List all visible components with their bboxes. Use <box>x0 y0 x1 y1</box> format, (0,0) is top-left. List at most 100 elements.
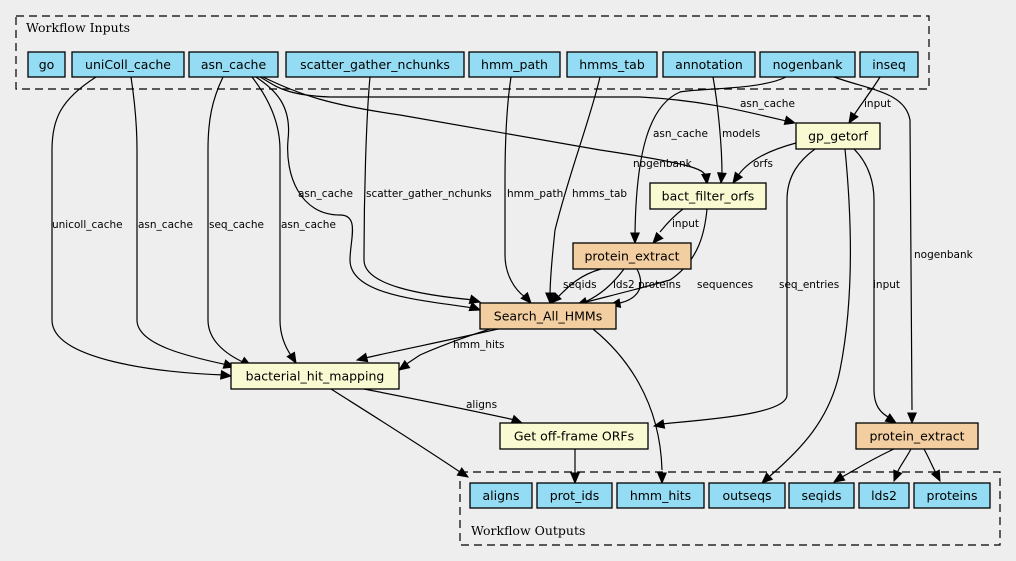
node-label: Search_All_HMMs <box>494 309 602 324</box>
node-label: lds2 <box>871 488 897 503</box>
node-bact_filter[interactable]: bact_filter_orfs <box>649 182 767 210</box>
node-label: bacterial_hit_mapping <box>246 369 385 384</box>
edge-label: hmms_tab <box>572 188 627 200</box>
arrowhead-icon <box>468 294 482 305</box>
node-box[interactable] <box>649 182 767 210</box>
edge-line <box>833 76 913 411</box>
node-pe1[interactable]: protein_extract <box>572 242 692 270</box>
node-box[interactable] <box>795 122 881 150</box>
node-in_hmmpath[interactable]: hmm_path <box>468 51 561 78</box>
arrowhead-icon <box>848 111 859 125</box>
edge-in_asn-to-gp_getorf: asn_cache <box>259 76 797 126</box>
node-in_hmmstab[interactable]: hmms_tab <box>566 51 658 78</box>
cluster-outputs-border <box>459 471 1001 546</box>
node-box[interactable] <box>708 482 786 509</box>
arrowhead-icon <box>930 469 941 483</box>
edge-label: hmm_path <box>507 188 563 200</box>
edge-label: aligns <box>466 399 497 411</box>
node-in_unicoll[interactable]: uniColl_cache <box>71 51 185 78</box>
arrowhead-icon <box>761 472 774 484</box>
node-in_go[interactable]: go <box>27 51 66 78</box>
node-box[interactable] <box>858 482 910 509</box>
edge-line <box>659 208 684 233</box>
edge-line <box>557 268 602 298</box>
node-box[interactable] <box>788 482 855 509</box>
arrowhead-icon <box>732 171 744 185</box>
node-out_proteins[interactable]: proteins <box>913 482 991 509</box>
node-box[interactable] <box>188 51 279 78</box>
node-label: uniColl_cache <box>85 57 171 72</box>
edge-line <box>262 76 707 179</box>
edge-label: scatter_gather_nchunks <box>366 188 492 200</box>
edge-pe1-to-search: seqids <box>550 268 602 304</box>
arrowhead-icon <box>884 413 898 424</box>
node-gp_getorf[interactable]: gp_getorf <box>795 122 881 150</box>
edge-in_hmmstab-to-search: hmms_tab <box>545 76 627 305</box>
edge-label: sequences <box>697 279 753 291</box>
edge-line <box>592 328 663 471</box>
node-box[interactable] <box>536 482 613 509</box>
node-bhm[interactable]: bacterial_hit_mapping <box>230 362 400 390</box>
edge-line <box>923 448 937 474</box>
node-search[interactable]: Search_All_HMMs <box>479 302 617 330</box>
arrowhead-icon <box>220 369 233 380</box>
node-box[interactable] <box>285 51 465 78</box>
node-out_hmmhits[interactable]: hmm_hits <box>616 482 705 509</box>
node-pe2[interactable]: protein_extract <box>855 422 979 450</box>
edge-line <box>259 76 787 122</box>
edge-line <box>712 76 723 176</box>
node-label: protein_extract <box>869 429 964 444</box>
node-offframe[interactable]: Get off-frame ORFs <box>499 422 649 450</box>
node-box[interactable] <box>499 422 649 450</box>
node-box[interactable] <box>759 51 856 78</box>
node-in_inseq[interactable]: inseq <box>859 51 919 78</box>
node-out_aligns[interactable]: aligns <box>469 482 533 509</box>
arrowhead-icon <box>657 472 667 485</box>
node-in_asn[interactable]: asn_cache <box>188 51 279 78</box>
edge-in_inseq-to-gp_getorf: input <box>848 76 891 125</box>
edge-line <box>130 76 229 366</box>
node-box[interactable] <box>27 51 66 78</box>
node-box[interactable] <box>566 51 658 78</box>
node-box[interactable] <box>913 482 991 509</box>
edge-offframe-to-out_protids <box>570 449 580 485</box>
node-box[interactable] <box>71 51 185 78</box>
edge-label: input <box>864 98 891 110</box>
edge-gp_getorf-to-out_outseqs <box>761 148 851 484</box>
node-box[interactable] <box>662 51 756 78</box>
edge-label: input <box>672 218 699 230</box>
node-out_outseqs[interactable]: outseqs <box>708 482 786 509</box>
node-in_annot[interactable]: annotation <box>662 51 756 78</box>
node-label: go <box>39 57 55 72</box>
node-out_protids[interactable]: prot_ids <box>536 482 613 509</box>
arrowhead-icon <box>286 351 297 365</box>
edge-in_hmmpath-to-search: hmm_path <box>504 76 563 304</box>
node-in_nogen[interactable]: nogenbank <box>759 51 856 78</box>
edge-line <box>51 76 226 376</box>
node-box[interactable] <box>479 302 617 330</box>
node-box[interactable] <box>468 51 561 78</box>
edge-in_nogen-to-pe1: nogenbank <box>630 76 787 245</box>
edge-bhm-to-out_aligns <box>330 388 470 478</box>
node-box[interactable] <box>616 482 705 509</box>
node-in_sg[interactable]: scatter_gather_nchunks <box>285 51 465 78</box>
node-box[interactable] <box>855 422 979 450</box>
node-box[interactable] <box>572 242 692 270</box>
edge-line <box>634 76 787 236</box>
edge-label: asn_cache <box>740 98 795 110</box>
edge-label: lds2 <box>613 279 635 291</box>
node-box[interactable] <box>859 51 919 78</box>
node-label: scatter_gather_nchunks <box>300 57 450 72</box>
arrowhead-icon <box>701 173 711 186</box>
arrowhead-icon <box>832 472 846 483</box>
node-out_lds2[interactable]: lds2 <box>858 482 910 509</box>
edge-line <box>363 388 516 421</box>
edge-label: nogenbank <box>914 249 974 261</box>
node-out_seqids[interactable]: seqids <box>788 482 855 509</box>
node-box[interactable] <box>230 362 400 390</box>
node-label: hmm_path <box>481 57 548 72</box>
node-box[interactable] <box>469 482 533 509</box>
node-label: gp_getorf <box>808 129 868 144</box>
edge-line <box>207 76 246 364</box>
